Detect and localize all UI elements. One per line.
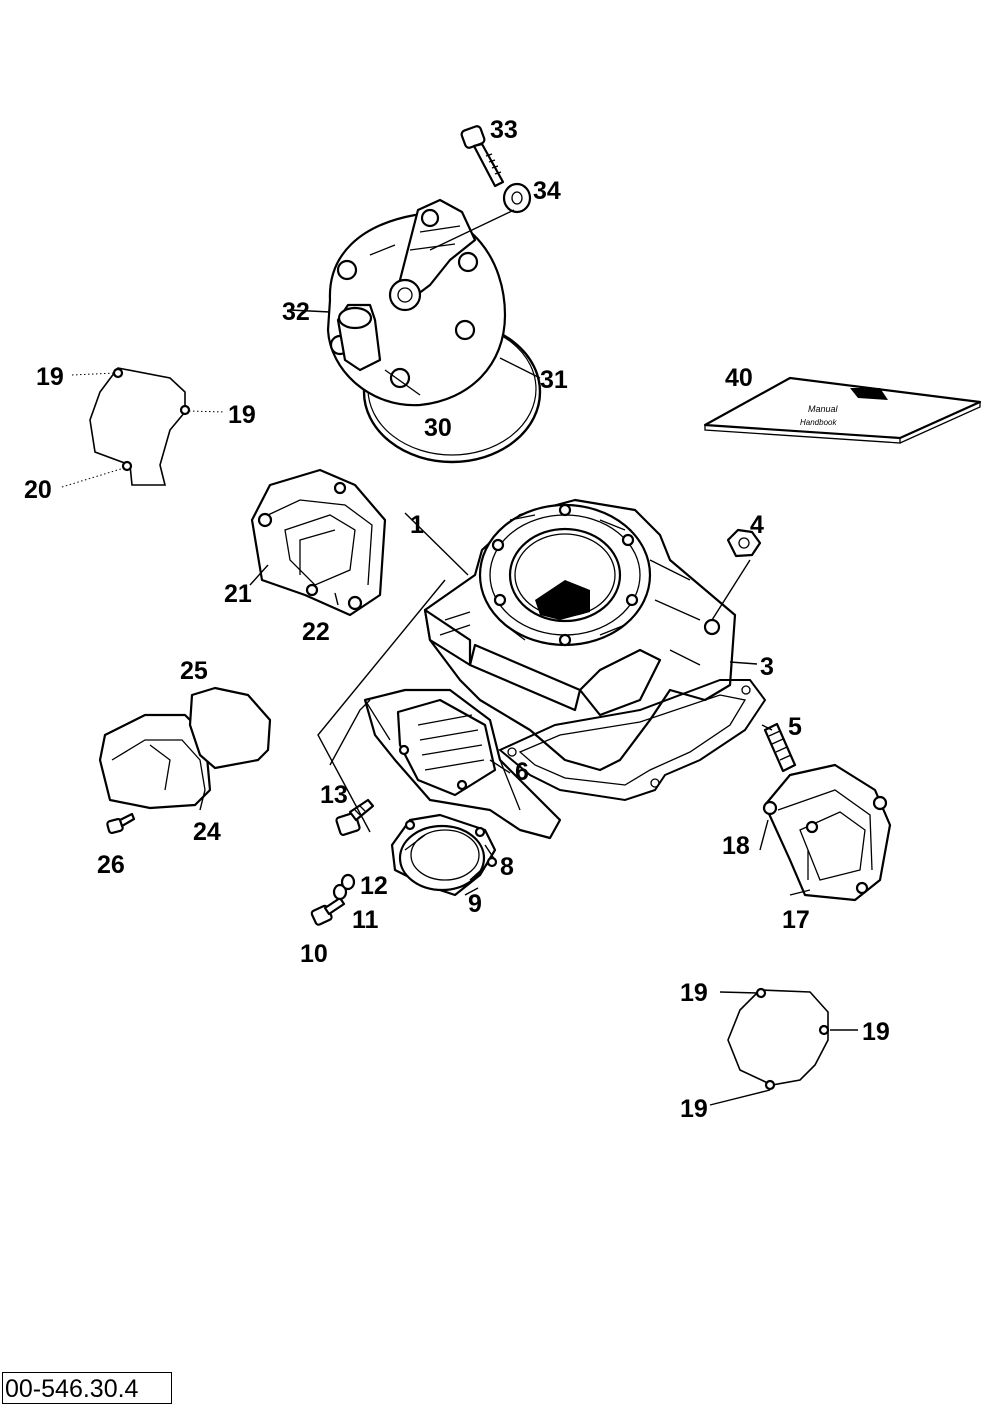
part-26-screw bbox=[106, 812, 136, 835]
reed-cover-gasket-lower-right bbox=[727, 987, 830, 1091]
label-19-upper-left: 19 bbox=[36, 363, 64, 391]
part-33-head-bolt bbox=[460, 125, 505, 188]
part-4-nut bbox=[726, 528, 762, 558]
svg-text:Handbook: Handbook bbox=[800, 418, 837, 427]
label-5: 5 bbox=[788, 713, 802, 741]
label-17: 17 bbox=[782, 906, 810, 934]
label-8: 8 bbox=[500, 853, 514, 881]
part-21-22-reed-cover-upper bbox=[250, 468, 387, 617]
label-1: 1 bbox=[410, 511, 424, 539]
label-31: 31 bbox=[540, 366, 568, 394]
label-6: 6 bbox=[515, 758, 529, 786]
label-30: 30 bbox=[424, 414, 452, 442]
part-3-base-gasket bbox=[498, 679, 767, 802]
part-9-intake-flange bbox=[390, 813, 498, 897]
reed-cover-gasket-upper-left bbox=[89, 367, 191, 486]
label-24: 24 bbox=[193, 818, 221, 846]
label-40: 40 bbox=[725, 364, 753, 392]
part-13-bolt bbox=[335, 798, 375, 836]
label-19-upper-right: 19 bbox=[228, 401, 256, 429]
label-33: 33 bbox=[490, 116, 518, 144]
svg-text:Manual: Manual bbox=[808, 404, 839, 414]
drawing-number: 00-546.30.4 bbox=[2, 1372, 172, 1404]
part-6-reed-valve bbox=[363, 688, 562, 840]
part-40-owners-manual: Manual Handbook bbox=[703, 376, 982, 444]
position-labels: 1 3 4 5 6 8 9 10 11 12 13 17 18 19 19 19… bbox=[24, 116, 890, 1123]
label-22: 22 bbox=[302, 618, 330, 646]
label-19-lower-top: 19 bbox=[680, 979, 708, 1007]
part-5-stud bbox=[763, 722, 797, 773]
label-18: 18 bbox=[722, 832, 750, 860]
label-26: 26 bbox=[97, 851, 125, 879]
label-3: 3 bbox=[760, 653, 774, 681]
label-19-lower-bottom: 19 bbox=[680, 1095, 708, 1123]
label-4: 4 bbox=[750, 511, 764, 539]
label-20: 20 bbox=[24, 476, 52, 504]
label-19-lower-right: 19 bbox=[862, 1018, 890, 1046]
label-21: 21 bbox=[224, 580, 252, 608]
label-13: 13 bbox=[320, 781, 348, 809]
label-9: 9 bbox=[468, 890, 482, 918]
part-17-18-reed-cover-right bbox=[762, 763, 892, 902]
label-10: 10 bbox=[300, 940, 328, 968]
part-24-cover bbox=[98, 713, 212, 810]
label-34: 34 bbox=[533, 177, 561, 205]
label-32: 32 bbox=[282, 298, 310, 326]
part-10-11-12-bolt-and-washers bbox=[310, 873, 356, 926]
part-25-filter-plate bbox=[188, 686, 272, 770]
label-12: 12 bbox=[360, 872, 388, 900]
dotted-leader-lines bbox=[61, 372, 226, 488]
label-11: 11 bbox=[352, 906, 379, 934]
part-34-washer bbox=[502, 182, 532, 214]
leader-lines bbox=[199, 209, 858, 1106]
part-32-cylinder-head bbox=[326, 198, 507, 407]
label-25: 25 bbox=[180, 657, 208, 685]
